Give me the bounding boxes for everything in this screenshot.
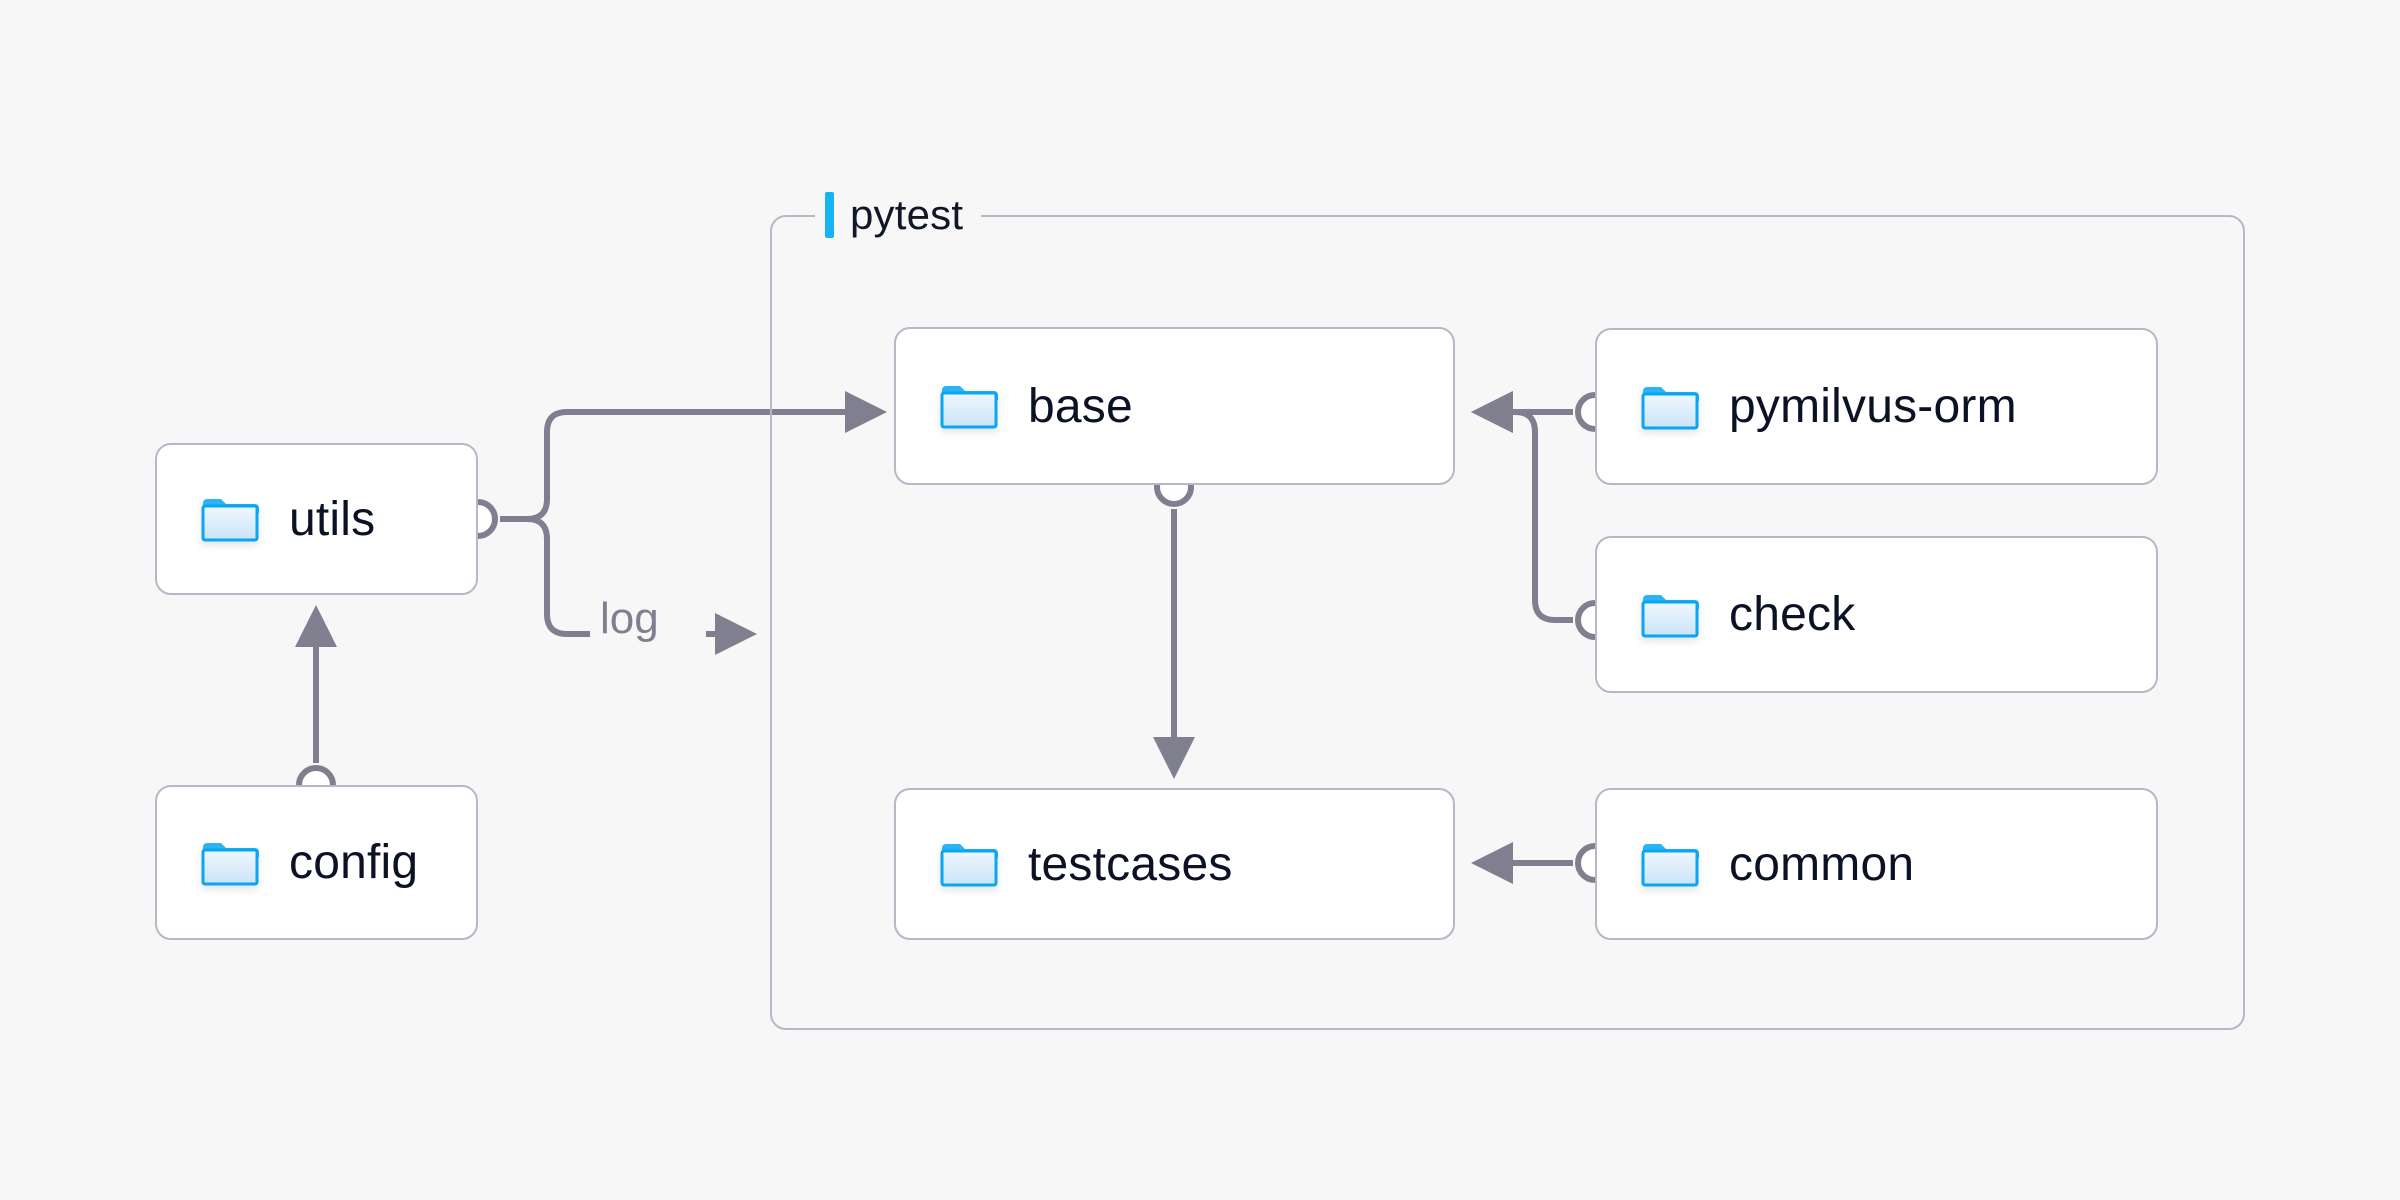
folder-icon bbox=[940, 386, 998, 429]
node-label: base bbox=[1028, 379, 1133, 433]
group-accent-bar-icon bbox=[825, 192, 834, 238]
node-check[interactable]: check bbox=[1595, 536, 2158, 693]
folder-icon bbox=[1641, 844, 1699, 887]
edge-utils-to-log bbox=[500, 516, 590, 637]
node-utils[interactable]: utils bbox=[155, 443, 478, 595]
node-pymilvus-orm[interactable]: pymilvus-orm bbox=[1595, 328, 2158, 485]
node-label: testcases bbox=[1028, 837, 1233, 891]
node-label: check bbox=[1729, 588, 1856, 641]
folder-icon bbox=[201, 842, 259, 885]
node-testcases[interactable]: testcases bbox=[894, 788, 1455, 940]
node-base[interactable]: base bbox=[894, 327, 1455, 485]
pytest-group-frame[interactable] bbox=[770, 215, 2245, 1030]
folder-icon bbox=[1641, 386, 1699, 429]
edge-label-log: log bbox=[600, 594, 659, 643]
node-label: pymilvus-orm bbox=[1729, 380, 2017, 433]
node-config[interactable]: config bbox=[155, 785, 478, 940]
folder-icon bbox=[940, 844, 998, 887]
node-label: common bbox=[1729, 837, 1915, 891]
folder-icon bbox=[1641, 594, 1699, 637]
pytest-group-label: pytest bbox=[815, 191, 982, 239]
node-common[interactable]: common bbox=[1595, 788, 2158, 940]
node-label: utils bbox=[289, 492, 376, 546]
folder-icon bbox=[201, 499, 259, 542]
group-title-text: pytest bbox=[850, 191, 964, 238]
node-label: config bbox=[289, 836, 419, 889]
